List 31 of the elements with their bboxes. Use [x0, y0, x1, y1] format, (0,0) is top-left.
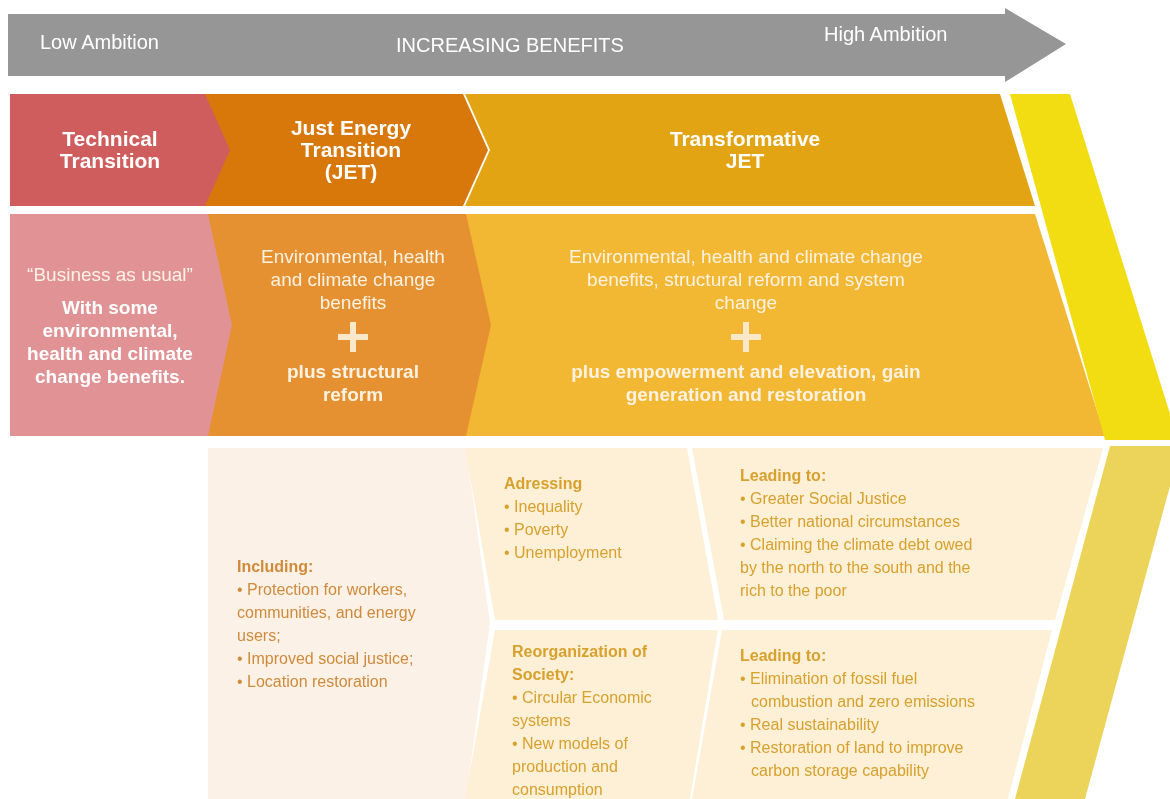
list-heading: Adressing [504, 474, 584, 494]
bullet-item: • New models of production and consumption [512, 734, 629, 799]
description-text: Environmental, health and climate change benefits [260, 244, 446, 314]
bullet-item: • Protection for workers, communities, and energy users; [237, 579, 417, 646]
stage-title: Transformative JET [668, 128, 822, 172]
bullet-item: • Unemployment [504, 543, 623, 563]
bullet-item: • Location restoration [237, 671, 389, 692]
stage-title: Just Energy Transition (JET) [289, 117, 413, 183]
scale-label: INCREASING BENEFITS [396, 34, 624, 57]
description-text: With some environmental, health and climate change benefits. [26, 295, 194, 388]
bullet-item: • Inequality [504, 497, 584, 517]
bullet-item: • Restoration of land to improve carbon storage capability [740, 738, 965, 781]
stage-title: Technical Transition [58, 128, 162, 172]
description-text: “Business as usual” [26, 262, 194, 286]
list-heading: Leading to: [740, 466, 828, 486]
list-heading: Leading to: [740, 646, 828, 666]
bullet-item: • Elimination of fossil fuel combustion and zero emissions [740, 669, 977, 712]
bullet-item: • Real sustainability [740, 715, 880, 735]
scale-label: Low Ambition [40, 31, 159, 54]
scale-label: High Ambition [824, 23, 948, 46]
description-text: plus structural reform [286, 359, 420, 406]
bullet-item: • Better national circumstances [740, 512, 961, 532]
bullet-item: • Poverty [504, 520, 570, 540]
bullet-item: • Improved social justice; [237, 648, 415, 669]
description-text: Environmental, health and climate change benefits, structural reform and system change [568, 244, 924, 314]
bullet-item: • Circular Economic systems [512, 688, 653, 731]
bullet-item: • Greater Social Justice [740, 489, 908, 509]
list-heading: Including: [237, 556, 315, 577]
list-heading: Reorganization of Society: [512, 642, 649, 685]
description-text: plus empowerment and elevation, gain generation and restoration [570, 359, 922, 406]
bullet-item: • Claiming the climate debt owed by the north to the south and the rich to the poor [740, 535, 974, 601]
